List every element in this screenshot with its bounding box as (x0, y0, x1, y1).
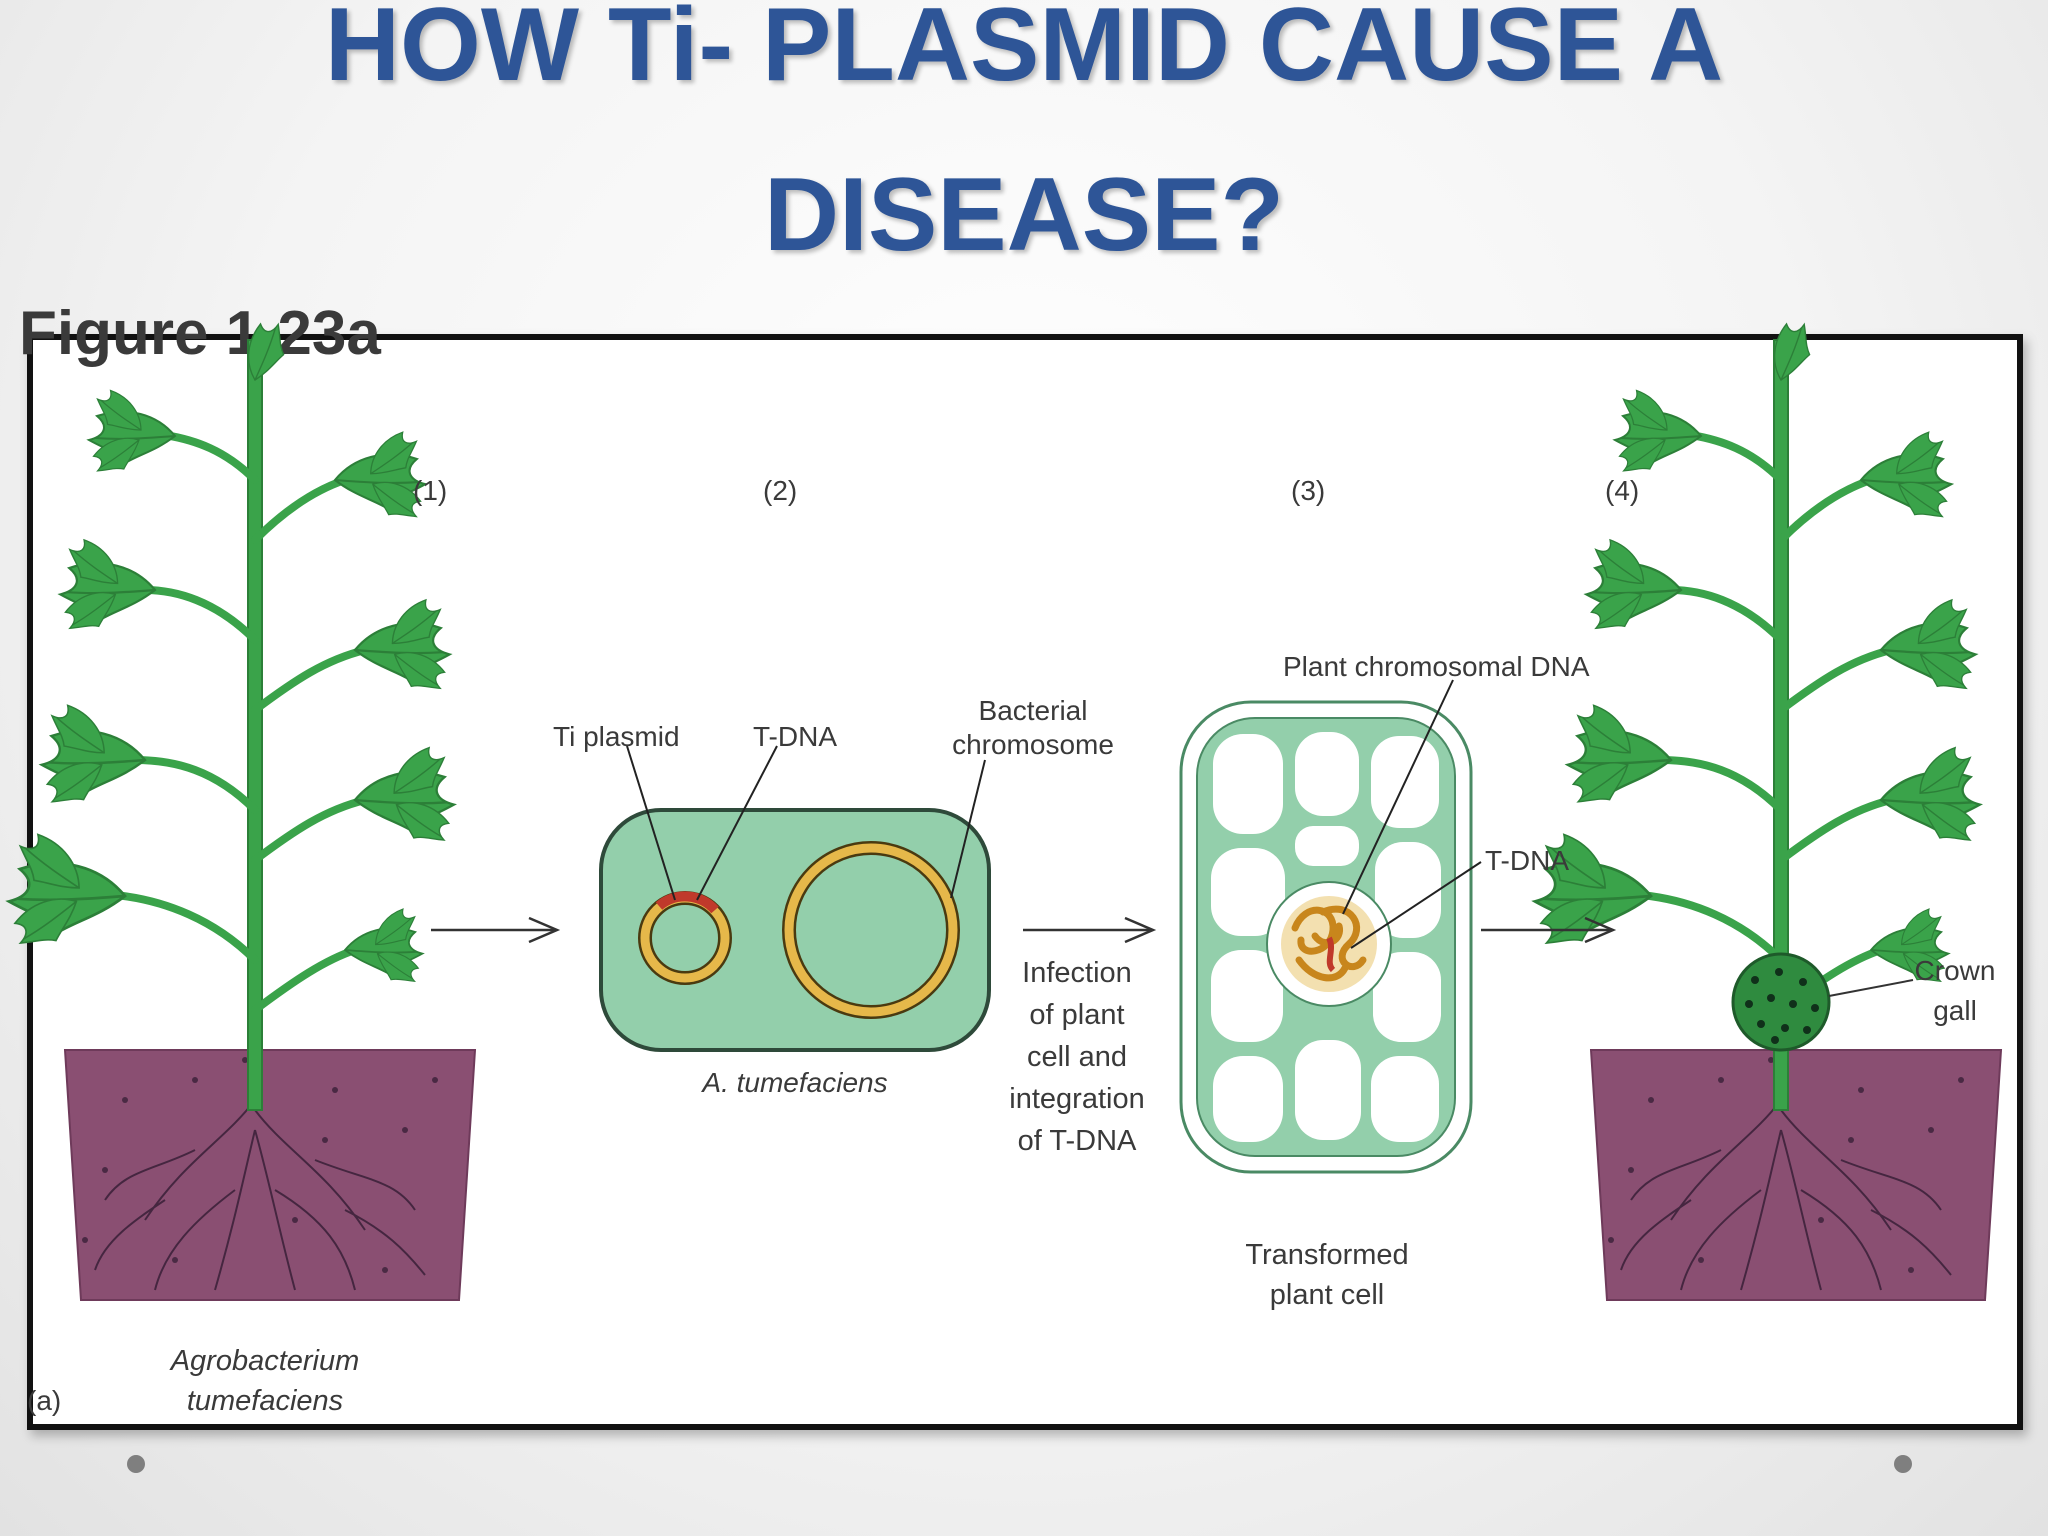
slide-title: HOW Ti- PLASMID CAUSE A DISEASE? (0, 0, 2048, 300)
ti-plasmid-label: Ti plasmid (553, 721, 680, 752)
crown-gall-label-2: gall (1933, 995, 1977, 1026)
tdna-cell-label: T-DNA (1485, 845, 1569, 876)
ti-plasmid-diagram: Figure 1.23a (1) (2) (3) (4) (33, 299, 2017, 1417)
arrow-2 (1023, 916, 1157, 944)
transformed-label-2: plant cell (1270, 1279, 1384, 1311)
arrow-3 (1481, 916, 1617, 944)
diagram-frame: Figure 1.23a (1) (2) (3) (4) (27, 299, 2023, 1430)
slide-title-line-2: DISEASE? (763, 157, 1285, 273)
tdna-segment (655, 891, 719, 914)
transformed-label-1: Transformed (1245, 1239, 1408, 1271)
bacterium-label: A. tumefaciens (700, 1067, 887, 1098)
infection-line-1: Infection (1022, 957, 1132, 989)
slide-bullet-left (127, 1455, 145, 1473)
step-1-label: (1) (413, 475, 447, 506)
slide-bullet-right (1894, 1455, 1912, 1473)
transformed-plant-cell (1179, 700, 1473, 1174)
infection-line-2: of plant (1029, 999, 1124, 1031)
figure-header: Figure 1.23a (19, 299, 381, 368)
bacterial-chromosome-label-1: Bacterial (979, 695, 1088, 726)
step-4-label: (4) (1605, 475, 1639, 506)
infection-caption: Infection of plant cell and integration … (1009, 957, 1144, 1157)
agrobacterium-label-2: tumefaciens (187, 1385, 343, 1417)
agrobacterium-label-1: Agrobacterium (169, 1345, 360, 1377)
step-3-label: (3) (1291, 475, 1325, 506)
crown-gall (1731, 952, 1914, 1052)
infection-line-4: integration (1009, 1083, 1144, 1115)
arrow-1 (431, 916, 561, 944)
bacterium-cell (599, 808, 991, 1052)
crown-gall-label-1: Crown (1915, 955, 1996, 986)
infection-line-5: of T-DNA (1018, 1125, 1137, 1157)
infection-line-3: cell and (1027, 1041, 1127, 1073)
step-2-label: (2) (763, 475, 797, 506)
bacterial-chromosome-label-2: chromosome (952, 729, 1114, 760)
healthy-plant (8, 318, 475, 1300)
tdna-label: T-DNA (753, 721, 837, 752)
panel-label: (a) (27, 1385, 61, 1416)
plant-chromosomal-dna-label: Plant chromosomal DNA (1283, 651, 1590, 682)
slide-title-line-1: HOW Ti- PLASMID CAUSE A (324, 0, 1724, 103)
infected-plant (1534, 318, 2001, 1300)
